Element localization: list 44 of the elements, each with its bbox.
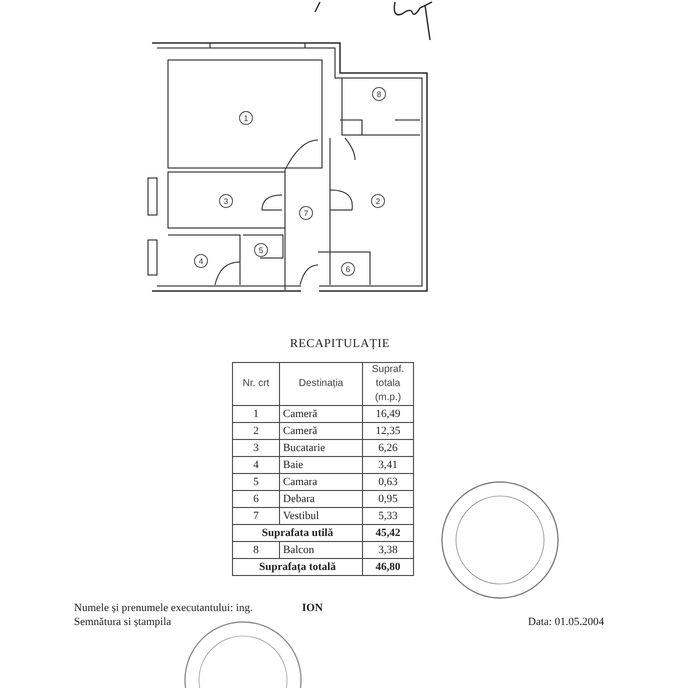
column-header: Destinația [280, 362, 362, 406]
room-number: 8 [372, 87, 386, 101]
table-cell: 0,63 [362, 474, 414, 490]
column-header: Supraf. totala (m.p.) [362, 362, 414, 406]
room-number: 2 [371, 194, 385, 208]
table-cell: 4 [232, 456, 280, 474]
executant-name-label: Numele și prenumele executantului: ing. [74, 602, 253, 614]
table-cell: Balcon [280, 542, 362, 558]
room-number: 7 [299, 206, 313, 220]
column-header: Nr. crt [232, 362, 280, 406]
table-cell: 46,80 [362, 558, 414, 576]
table-cell: Camara [280, 474, 362, 490]
table-cell: 0,95 [362, 490, 414, 508]
table-cell: Cameră [280, 406, 362, 422]
table-cell: 45,42 [362, 524, 414, 542]
table-cell: Debara [280, 490, 362, 508]
table-title: RECAPITULAȚIE [290, 336, 390, 351]
table-cell: 5 [232, 474, 280, 490]
signature-label: Semnătura si ștampila [74, 616, 172, 628]
table-cell: 6 [232, 490, 280, 508]
room-number: 1 [239, 111, 253, 125]
table-cell: 3 [232, 440, 280, 456]
table-cell: Bucatarie [280, 440, 362, 456]
table-cell: Suprafața totală [232, 558, 362, 576]
table-cell: Suprafata utilă [232, 524, 362, 542]
table-cell: 5,33 [362, 508, 414, 524]
table-cell: Baie [280, 456, 362, 474]
table-cell: 16,49 [362, 406, 414, 422]
room-number: 5 [254, 243, 268, 257]
table-cell: 12,35 [362, 422, 414, 440]
table-cell: 6,26 [362, 440, 414, 456]
room-number: 3 [219, 194, 233, 208]
table-cell: 7 [232, 508, 280, 524]
executant-name: ION [302, 602, 323, 614]
table-cell: 1 [232, 406, 280, 422]
table-cell: 2 [232, 422, 280, 440]
room-number: 4 [194, 254, 208, 268]
table-cell: Cameră [280, 422, 362, 440]
table-cell: 3,38 [362, 542, 414, 558]
table-cell: Vestibul [280, 508, 362, 524]
date-label: Data: 01.05.2004 [528, 616, 604, 628]
table-cell: 8 [232, 542, 280, 558]
table-cell: 3,41 [362, 456, 414, 474]
room-number: 6 [341, 262, 355, 276]
